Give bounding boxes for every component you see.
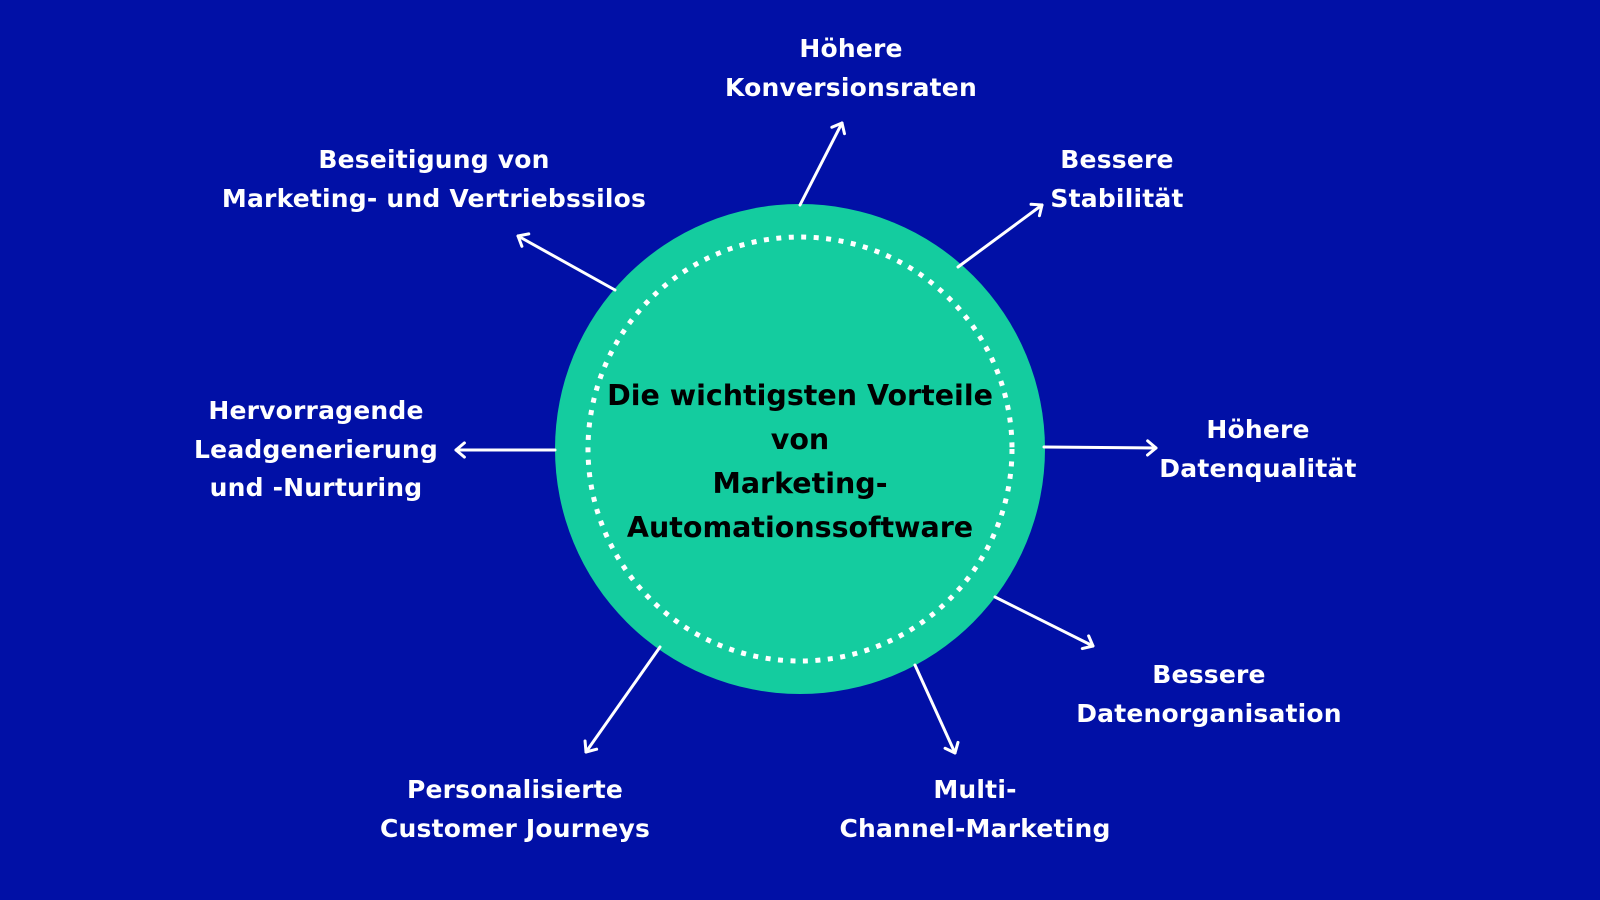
arrow-shaft [993, 595, 1095, 648]
benefit-line: Multi- [933, 775, 1017, 804]
arrow-customer-journeys [583, 645, 662, 754]
arrow-shaft [913, 663, 957, 755]
arrowhead-icon [1080, 634, 1095, 651]
benefit-line: Personalisierte [406, 775, 624, 804]
arrow-stability [956, 202, 1044, 269]
benefit-line: Bessere [1152, 660, 1266, 689]
arrow-shaft [584, 645, 662, 754]
arrowhead-icon [1029, 202, 1044, 218]
hub-title-line: Marketing- [712, 467, 888, 500]
arrow-lead-generation [454, 441, 557, 459]
arrowhead-icon [454, 441, 466, 459]
arrowhead-icon [943, 740, 960, 755]
arrow-shaft [1042, 445, 1158, 450]
arrowhead-icon [583, 739, 599, 754]
arrow-shaft [516, 234, 617, 292]
benefit-line: Datenqualität [1159, 453, 1357, 483]
benefit-line: Datenorganisation [1076, 698, 1342, 728]
benefit-label-silos: Beseitigung von Marketing- und Vertriebs… [222, 141, 646, 218]
benefit-label-data-quality: Höhere Datenqualität [1159, 411, 1356, 488]
arrow-conversion [798, 121, 846, 207]
benefit-label-stability: Bessere Stabilität [1050, 141, 1183, 218]
arrow-data-quality [1042, 439, 1158, 457]
arrow-silos [516, 232, 617, 292]
benefit-line: Bessere [1060, 145, 1174, 174]
arrowhead-icon [1146, 439, 1158, 457]
benefit-line: Konversionsraten [725, 72, 977, 102]
hub-dotted-ring [585, 234, 1015, 664]
benefit-line: Hervorragende [208, 396, 424, 425]
benefit-label-lead-generation: Hervorragende Leadgenerierung und -Nurtu… [194, 392, 438, 508]
arrow-shaft [956, 203, 1044, 269]
benefit-line: Marketing- und Vertriebssilos [221, 183, 647, 213]
arrowhead-icon [830, 121, 846, 136]
benefit-line: Customer Journeys [379, 813, 651, 843]
benefit-line: Höhere [799, 34, 903, 63]
hub-title-line: von [770, 423, 830, 456]
arrow-multichannel [913, 663, 960, 755]
benefit-line: Leadgenerierung [194, 434, 438, 464]
benefit-line: und -Nurturing [209, 473, 423, 502]
hub-circle [555, 204, 1045, 694]
benefit-line: Stabilität [1050, 183, 1184, 213]
benefit-label-conversion: Höhere Konversionsraten [725, 30, 977, 107]
hub-title-line: Automationssoftware [626, 511, 974, 544]
arrowhead-icon [516, 232, 531, 248]
benefit-line: Beseitigung von [318, 145, 550, 174]
benefit-line: Channel-Marketing [839, 813, 1111, 843]
arrow-data-organisation [993, 595, 1095, 651]
hub-title: Die wichtigsten Vorteile von Marketing- … [607, 374, 993, 550]
arrow-shaft [798, 121, 844, 207]
hub-title-line: Die wichtigsten Vorteile [607, 379, 993, 412]
benefit-label-data-organisation: Bessere Datenorganisation [1076, 656, 1342, 733]
arrows-group [454, 121, 1158, 755]
benefit-line: Höhere [1206, 415, 1310, 444]
benefit-label-customer-journeys: Personalisierte Customer Journeys [380, 771, 650, 848]
benefit-label-multichannel: Multi- Channel-Marketing [839, 771, 1110, 848]
